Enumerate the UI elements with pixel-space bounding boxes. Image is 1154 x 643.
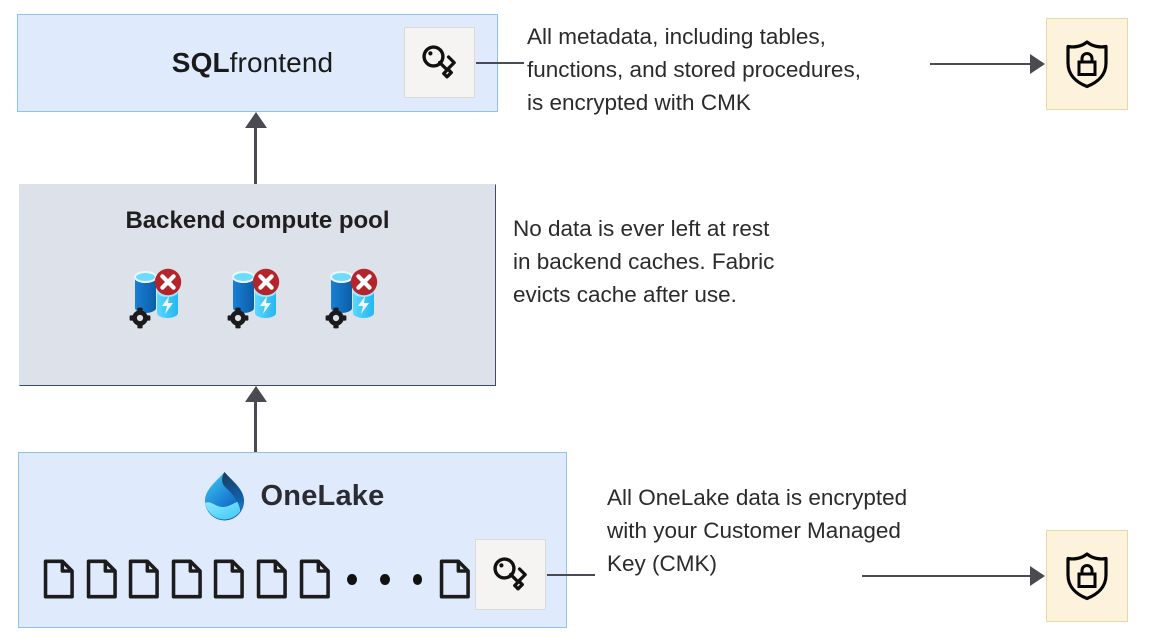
key-icon (492, 556, 527, 590)
cache-evicted-icon (221, 262, 294, 335)
connector-sql-key-to-note (476, 62, 524, 64)
sql-frontend-title-bold: SQL (171, 47, 230, 78)
ellipsis-dot (380, 573, 390, 585)
onelake-brand: OneLake (18, 468, 567, 524)
key-icon (421, 44, 456, 78)
arrow-backend-to-sql-head (245, 112, 267, 128)
file-icon (43, 559, 74, 599)
gear-icon (129, 307, 151, 329)
file-icon (128, 559, 160, 599)
ellipsis-dot (347, 573, 357, 585)
key-bit-dot (498, 562, 503, 567)
arrow-onelake-to-backend-shaft (254, 398, 257, 452)
file-icon (440, 559, 471, 599)
sql-key-chip[interactable] (404, 27, 475, 98)
metadata-cmk-note: All metadata, including tables, function… (527, 24, 861, 115)
shield-lock-icon (1066, 552, 1108, 601)
gear-icon (325, 307, 347, 329)
file-icon (171, 559, 202, 599)
bottom-key-vault-box (1046, 530, 1128, 622)
shield-lock-icon (1066, 40, 1108, 89)
error-badge-icon (252, 268, 280, 296)
connector-note-to-bottom-vault-line (862, 575, 1030, 577)
onelake-brand-label: OneLake (260, 479, 385, 512)
error-badge-icon (350, 268, 378, 296)
key-bit-dot (427, 50, 432, 55)
connector-note-to-top-vault-line (930, 63, 1030, 65)
file-icon (214, 559, 245, 599)
backend-compute-pool-title: Backend compute pool (125, 207, 390, 234)
gear-icon (227, 307, 249, 329)
top-key-vault-box (1046, 18, 1128, 110)
arrow-onelake-to-backend-head (245, 386, 267, 402)
sql-frontend-title-regular: frontend (229, 47, 334, 78)
file-icon (299, 559, 330, 599)
ellipsis-dot (412, 573, 423, 585)
sql-frontend-title: SQL frontend (17, 14, 498, 112)
cache-evicted-icon (123, 262, 196, 335)
onelake-file-row (42, 548, 472, 610)
file-icon (86, 559, 117, 599)
connector-onelake-key-to-note (547, 574, 595, 576)
onelake-logo-icon (204, 472, 244, 521)
arrow-backend-to-sql-shaft (254, 124, 257, 184)
error-badge-icon (154, 268, 182, 296)
onelake-cmk-note: All OneLake data is encrypted with your … (607, 485, 908, 576)
cache-evicted-icon (319, 262, 392, 335)
onelake-key-chip[interactable] (475, 539, 546, 610)
file-icon (256, 559, 287, 599)
connector-note-to-top-vault-arrow (1030, 54, 1045, 74)
no-data-at-rest-note: No data is ever left at rest in backend … (513, 216, 775, 307)
connector-note-to-bottom-vault-arrow (1030, 566, 1045, 586)
cache-icon-row (19, 262, 496, 335)
